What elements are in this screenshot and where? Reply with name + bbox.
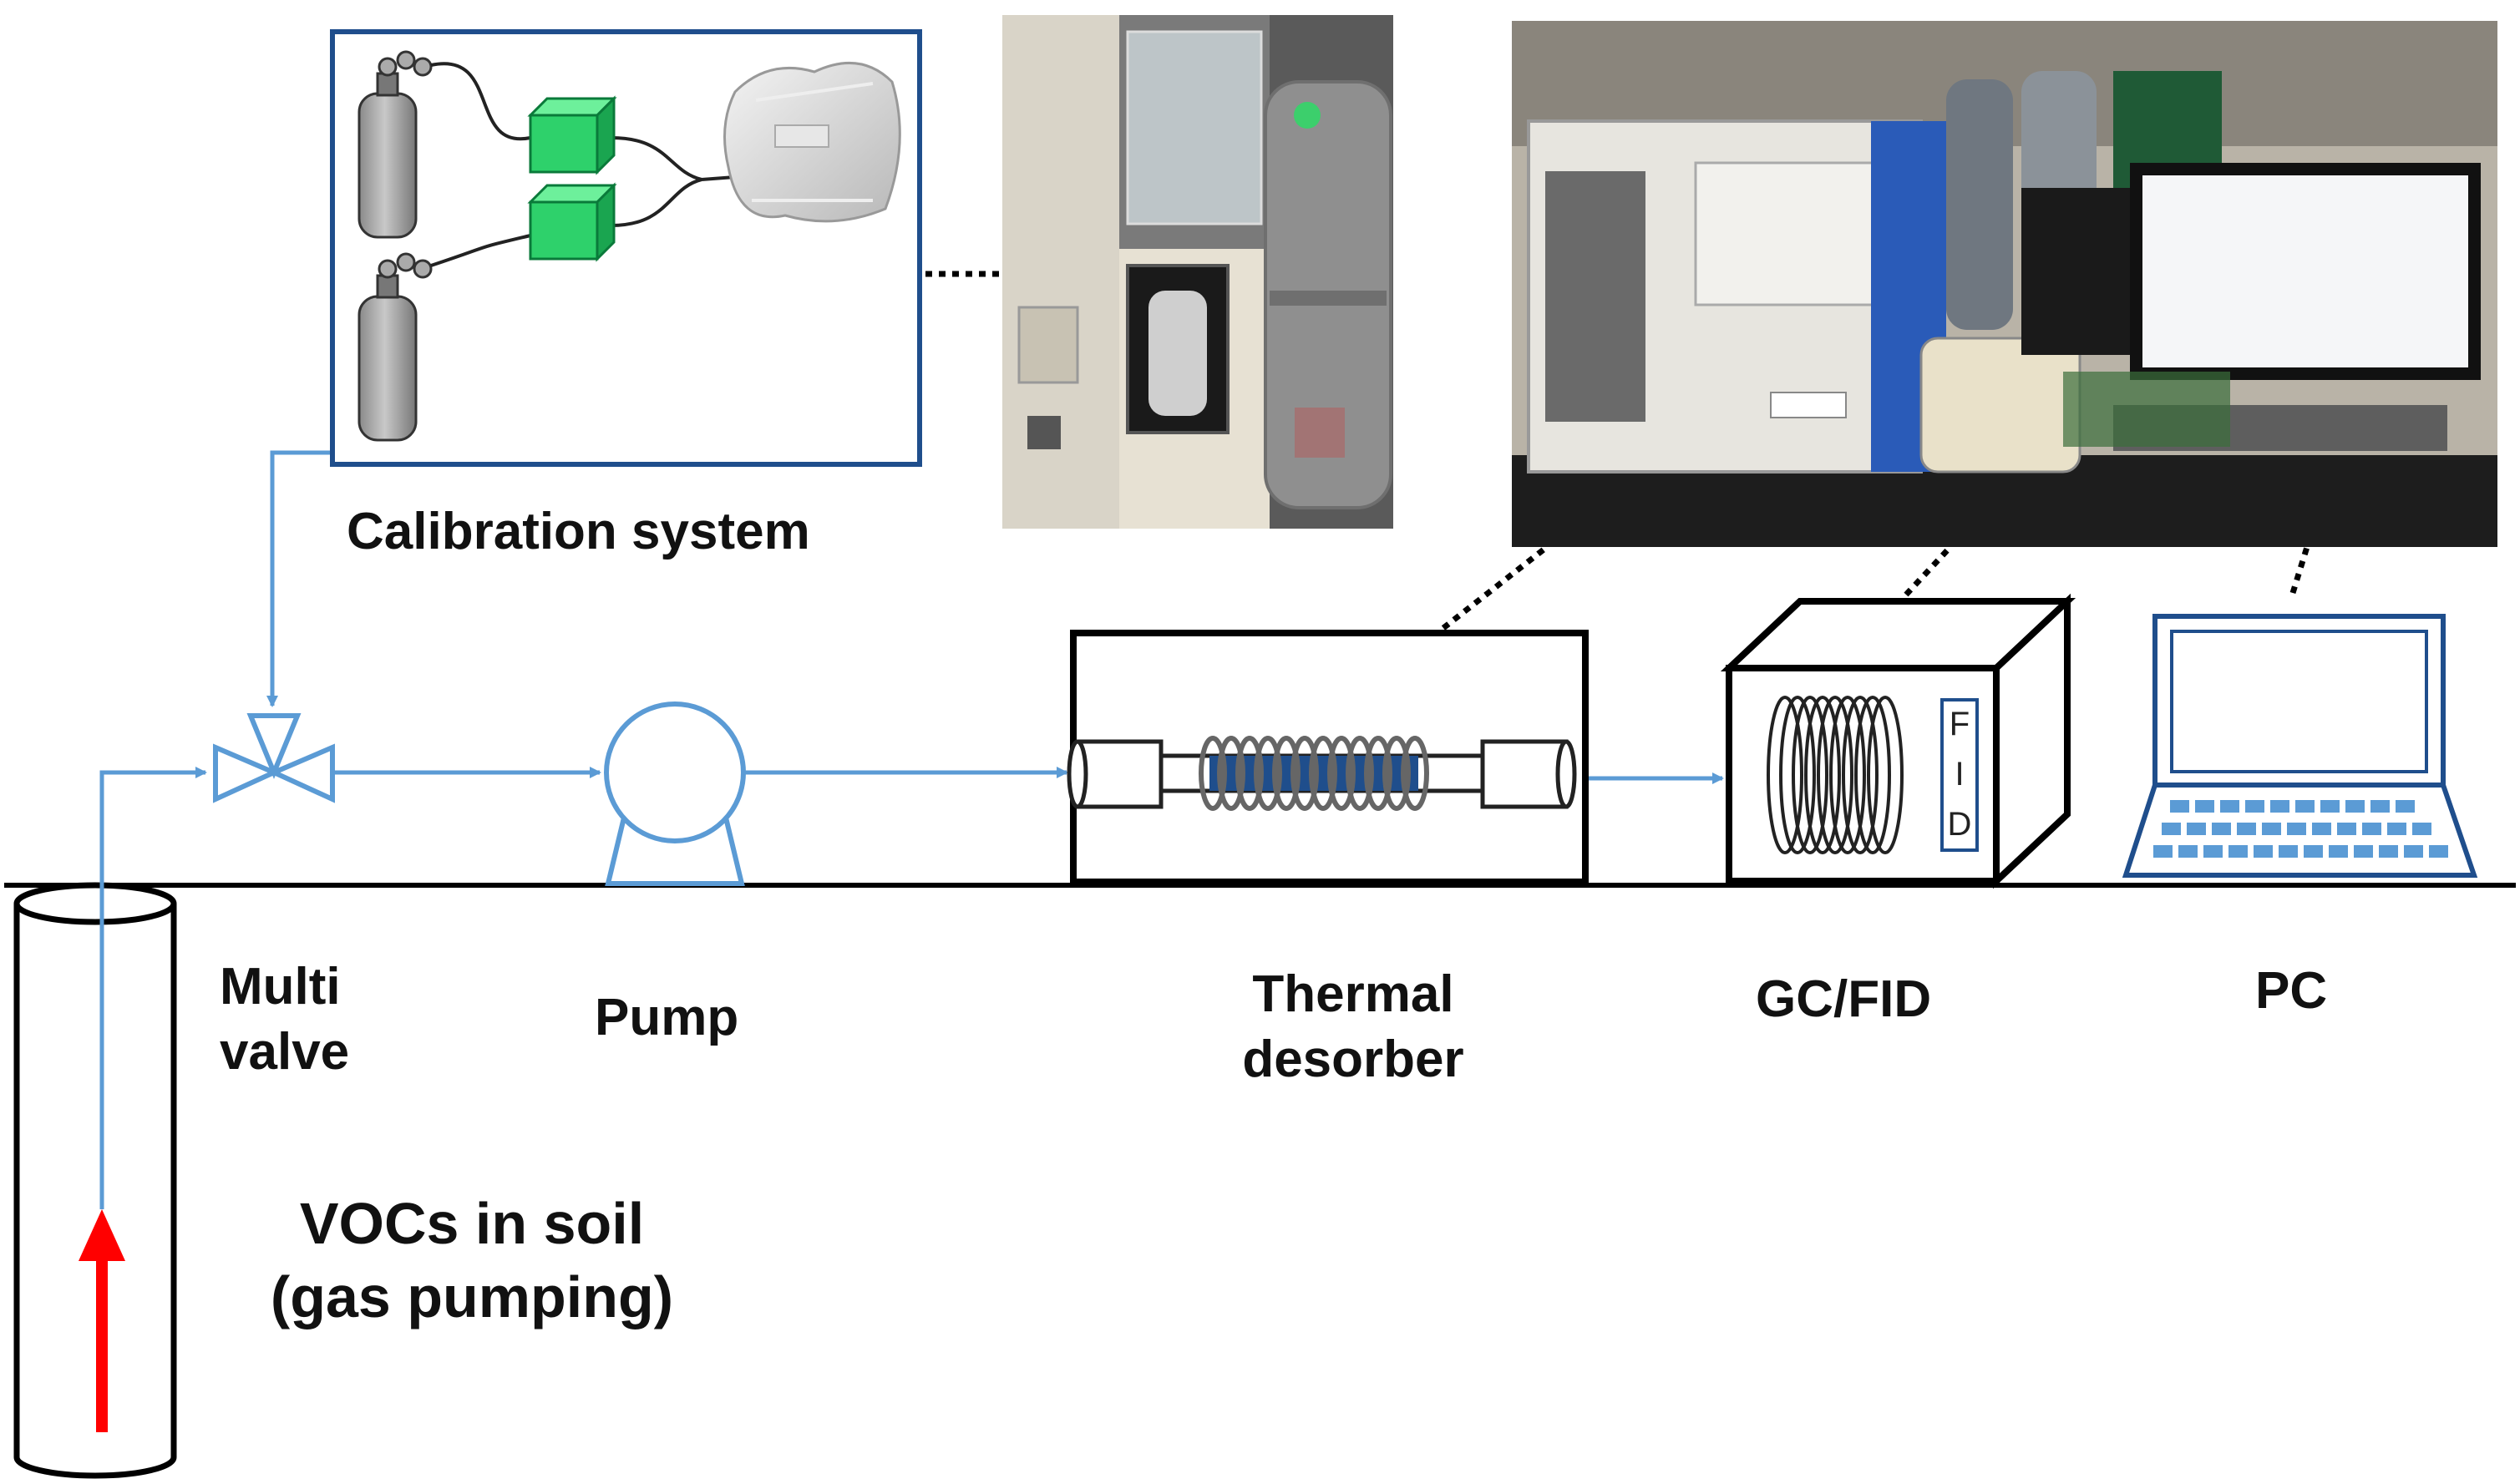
vocs-in-soil-label: VOCs in soil (gas pumping) <box>270 1191 674 1330</box>
pc-label: PC <box>2255 962 2328 1020</box>
fid-letter-f: F <box>1950 706 1970 742</box>
gc-fid-label: GC/FID <box>1756 970 1932 1028</box>
pump-label: Pump <box>595 989 739 1046</box>
sample-bag-icon <box>723 62 901 223</box>
gc-instrument-photo-art <box>1512 21 2497 547</box>
thermal-desorber-icon <box>1067 630 1589 885</box>
soil-probe <box>13 882 177 1479</box>
multivalve-icon <box>213 713 335 803</box>
multivalve-label: Multi valve <box>220 958 350 1081</box>
fid-letter-d: D <box>1948 806 1972 843</box>
photo-gc-instrument <box>1512 21 2497 547</box>
gas-cylinder-icon <box>357 252 433 442</box>
calibration-system-panel <box>330 29 922 467</box>
calibration-system-label: Calibration system <box>347 503 810 560</box>
mfc-cube-icon <box>527 95 617 175</box>
gas-cabinet-photo-art <box>1002 15 1393 529</box>
mfc-cube-icon <box>527 182 617 262</box>
gc-fid-icon <box>1720 593 2076 889</box>
fid-letter-i: I <box>1955 756 1964 793</box>
photo-gas-cabinet <box>1002 15 1393 529</box>
thermal-desorber-label: Thermal desorber <box>1242 965 1464 1088</box>
gas-cylinder-icon <box>357 50 433 239</box>
pc-icon <box>2122 614 2478 878</box>
dotted-connectors <box>925 271 2310 631</box>
pump-icon <box>604 701 746 886</box>
pc-keyboard-keys <box>2153 800 2448 858</box>
